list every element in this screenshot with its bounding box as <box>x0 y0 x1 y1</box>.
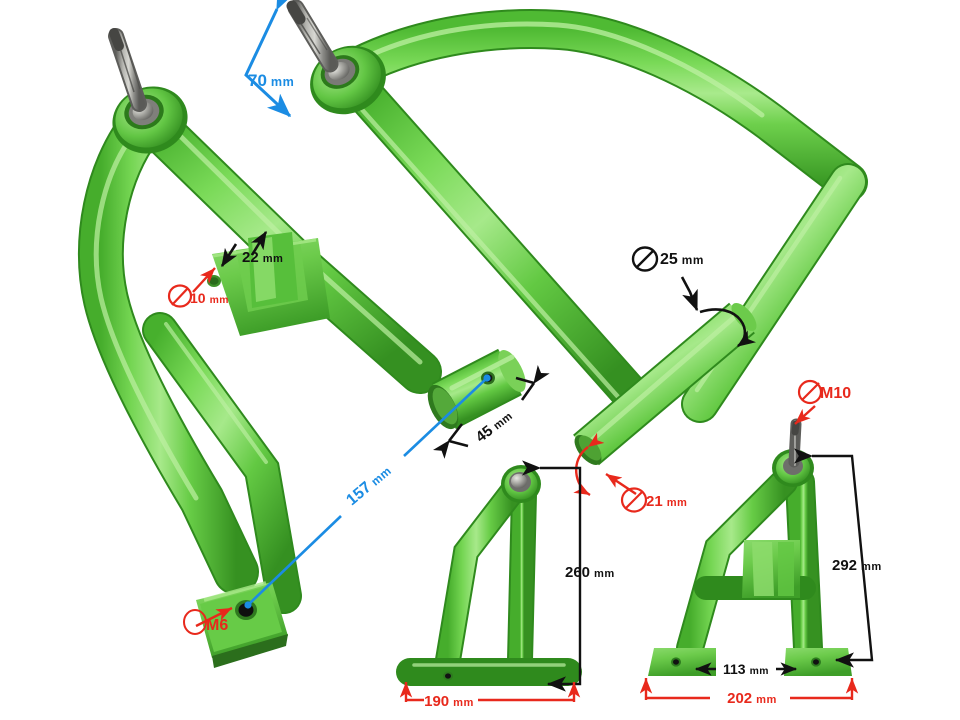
bushing-mount-left <box>648 648 716 676</box>
bushing-block-lower <box>196 581 288 668</box>
dimension-label-M10: M10 <box>820 385 851 402</box>
dimension-M6: M6 <box>183 606 233 635</box>
bushing-mount-right <box>784 648 852 676</box>
dimension-M10: M10 <box>794 379 851 425</box>
dimension-label-M6: M6 <box>206 617 228 634</box>
